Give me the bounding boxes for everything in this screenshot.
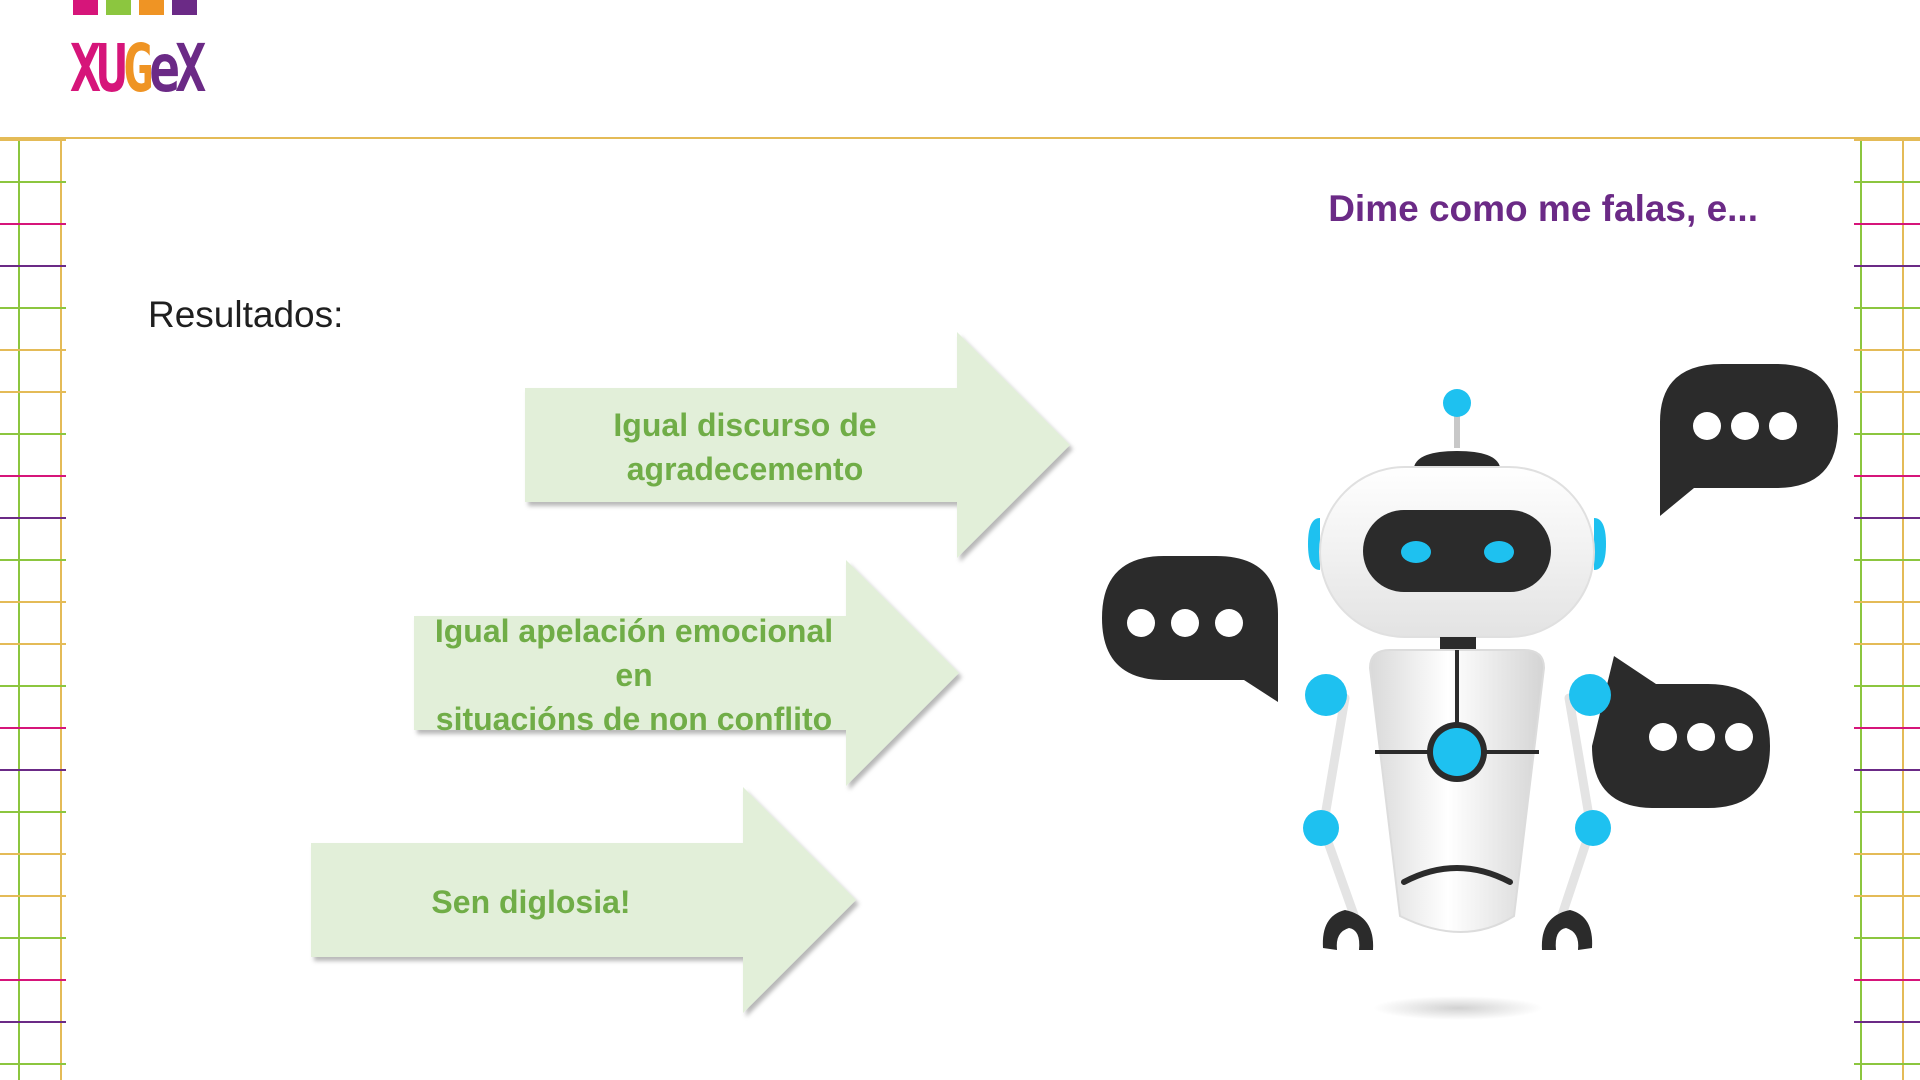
grid-line <box>1854 517 1920 519</box>
grid-line <box>0 1021 66 1023</box>
side-grid-left <box>0 139 66 1080</box>
grid-line <box>0 349 66 351</box>
grid-line <box>0 181 66 183</box>
grid-line <box>0 139 66 141</box>
grid-line <box>0 433 66 435</box>
grid-line <box>1854 181 1920 183</box>
grid-line <box>0 223 66 225</box>
logo-letter: e <box>148 30 180 107</box>
grid-line <box>1854 349 1920 351</box>
grid-line <box>0 853 66 855</box>
grid-line <box>1902 139 1904 1080</box>
grid-line <box>0 559 66 561</box>
grid-line <box>0 517 66 519</box>
grid-line <box>0 727 66 729</box>
arrow-label-line: Igual discurso de <box>613 407 877 443</box>
logo-bar <box>139 0 164 15</box>
grid-line <box>0 937 66 939</box>
top-divider <box>0 137 1920 139</box>
grid-line <box>1854 307 1920 309</box>
arrow-label-line: agradecemento <box>626 451 864 487</box>
speech-bubble-icon <box>1592 656 1770 808</box>
slide-title: Dime como me falas, e... <box>1328 188 1758 229</box>
arrow-label-line: Sen diglosia! <box>431 884 631 920</box>
result-arrow: Sen diglosia! <box>311 787 856 1013</box>
grid-line <box>18 139 20 1080</box>
grid-line <box>0 979 66 981</box>
grid-line <box>0 811 66 813</box>
grid-line <box>60 139 62 1080</box>
grid-line <box>1854 937 1920 939</box>
arrow-shape <box>525 332 1070 558</box>
arrow-shape <box>311 787 856 1013</box>
arrow-label: Sen diglosia! <box>311 843 751 961</box>
grid-line <box>0 685 66 687</box>
arrow-label: Igual discurso de agradecemento <box>525 388 965 506</box>
grid-line <box>1854 1063 1920 1065</box>
grid-line <box>0 391 66 393</box>
logo-bar <box>106 0 131 15</box>
arrow-label: Igual apelación emocional en situacións … <box>414 613 854 737</box>
grid-line <box>0 265 66 267</box>
grid-line <box>1854 685 1920 687</box>
grid-line <box>1854 769 1920 771</box>
grid-line <box>0 1063 66 1065</box>
grid-line <box>1854 853 1920 855</box>
robot-chat-icon <box>1070 330 1840 1030</box>
grid-line <box>1854 643 1920 645</box>
grid-line <box>1854 139 1920 141</box>
result-arrow: Igual discurso de agradecemento <box>525 332 1070 558</box>
grid-line <box>1854 223 1920 225</box>
grid-line <box>1854 811 1920 813</box>
grid-line <box>1854 1021 1920 1023</box>
xugex-logo: X U G e X <box>70 0 230 107</box>
grid-line <box>1860 139 1862 1080</box>
arrow-label-line: Igual apelación emocional en <box>434 613 834 693</box>
grid-line <box>1854 391 1920 393</box>
result-arrow: Igual apelación emocional en situacións … <box>414 560 959 786</box>
grid-line <box>0 895 66 897</box>
grid-line <box>1854 727 1920 729</box>
logo-wordmark: X U G e X <box>70 30 206 107</box>
side-grid-right <box>1854 139 1920 1080</box>
logo-letter: X <box>70 30 101 107</box>
grid-line <box>1854 559 1920 561</box>
grid-line <box>0 769 66 771</box>
logo-bar <box>73 0 98 15</box>
grid-line <box>0 307 66 309</box>
logo-letter: U <box>96 30 127 107</box>
logo-bar <box>172 0 197 15</box>
logo-letter: G <box>122 30 154 107</box>
grid-line <box>1854 265 1920 267</box>
grid-line <box>1854 895 1920 897</box>
arrow-shape <box>414 560 959 786</box>
logo-letter: X <box>175 30 206 107</box>
arrow-label-line: situacións de non conflito <box>435 701 833 737</box>
grid-line <box>1854 475 1920 477</box>
robot-illustration-svg <box>1102 364 1838 1020</box>
grid-line <box>0 601 66 603</box>
grid-line <box>1854 433 1920 435</box>
grid-line <box>0 643 66 645</box>
robot-shadow <box>1373 996 1543 1020</box>
grid-line <box>1854 601 1920 603</box>
logo-color-bars <box>73 0 197 15</box>
speech-bubble-icon <box>1660 364 1838 516</box>
grid-line <box>0 475 66 477</box>
section-heading: Resultados: <box>148 294 344 335</box>
grid-line <box>1854 979 1920 981</box>
speech-bubble-icon <box>1102 556 1278 702</box>
